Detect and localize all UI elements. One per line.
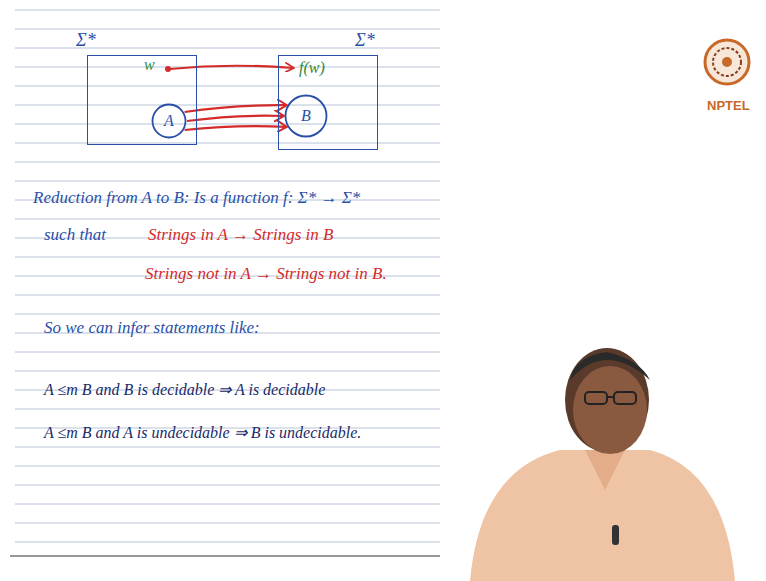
set-letter: B <box>301 107 311 125</box>
statement-text: A ≤m B and A is undecidable ⇒ B is undec… <box>44 423 361 442</box>
definition-text: Reduction from A to B: Is a function f: … <box>33 188 360 208</box>
statement-text: A ≤m B and B is decidable ⇒ A is decidab… <box>44 380 325 399</box>
universe-box: Σ*B <box>278 55 378 150</box>
set-name: Σ* <box>355 30 375 51</box>
set-circle: A <box>151 103 187 139</box>
point-label: w <box>144 56 155 74</box>
mapping-arrow <box>185 105 286 112</box>
set-letter: A <box>164 112 174 130</box>
point-label: f(w) <box>299 59 325 77</box>
definition-text: such that <box>44 225 106 245</box>
logo-text: NPTEL <box>707 98 750 113</box>
condition-text: Strings in A → Strings in B <box>148 225 333 245</box>
set-name: Σ* <box>76 30 96 51</box>
universe-box: Σ*A <box>87 55 197 145</box>
condition-text: Strings not in A → Strings not in B. <box>145 264 387 284</box>
set-circle: B <box>284 94 328 138</box>
note-text: So we can infer statements like: <box>44 318 260 338</box>
mapping-arrow <box>185 126 286 130</box>
mapping-arrow <box>187 116 283 121</box>
